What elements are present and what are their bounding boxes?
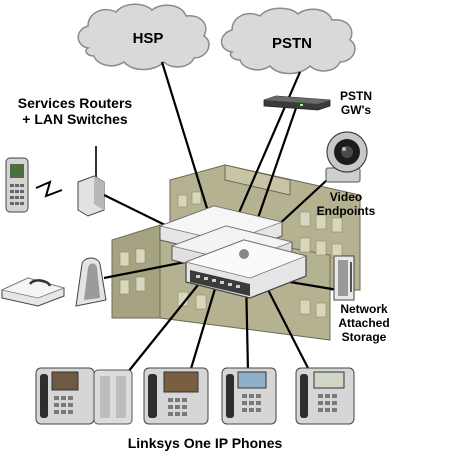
pstn-gw-label-line1: PSTN: [340, 89, 372, 103]
wireless-access-point-icon: [77, 146, 105, 217]
cordless-base-icon: [75, 257, 107, 307]
phones-caption: Linksys One IP Phones: [128, 435, 283, 451]
ip-phone-4: [295, 367, 355, 425]
link-hsp: [160, 61, 212, 219]
link-phone-1: [127, 269, 211, 373]
link-nas: [289, 280, 339, 292]
mobile-phone-icon: [5, 157, 29, 213]
fax-machine-icon: [0, 277, 66, 307]
pstn-gateway-icon: [263, 95, 331, 111]
link-cordless: [103, 260, 186, 280]
link-gateway: [256, 107, 298, 219]
services-label-line1: Services Routers: [18, 95, 133, 111]
pstn-cloud: PSTN: [220, 7, 356, 75]
ip-phone-1: [35, 367, 133, 425]
hsp-label: HSP: [133, 30, 164, 47]
nas-storage-icon: [333, 255, 355, 301]
nas-label-line3: Storage: [342, 330, 387, 344]
video-camera-icon: [325, 131, 368, 183]
hsp-cloud: HSP: [77, 3, 210, 71]
nas-label-line2: Attached: [338, 316, 389, 330]
pstn-gw-label-line2: GW's: [341, 103, 372, 117]
link-access-point: [103, 194, 166, 226]
ip-phone-3: [221, 367, 277, 425]
wireless-signal-icon: [35, 180, 63, 198]
nas-label-line1: Network: [340, 302, 388, 316]
ip-phone-2: [143, 367, 209, 425]
services-label-line2: + LAN Switches: [22, 111, 128, 127]
router-stack-icon: [158, 205, 308, 299]
video-label-line2: Endpoints: [317, 204, 376, 218]
link-phone-4: [261, 277, 311, 373]
pstn-label: PSTN: [272, 35, 312, 52]
video-label-line1: Video: [330, 190, 362, 204]
